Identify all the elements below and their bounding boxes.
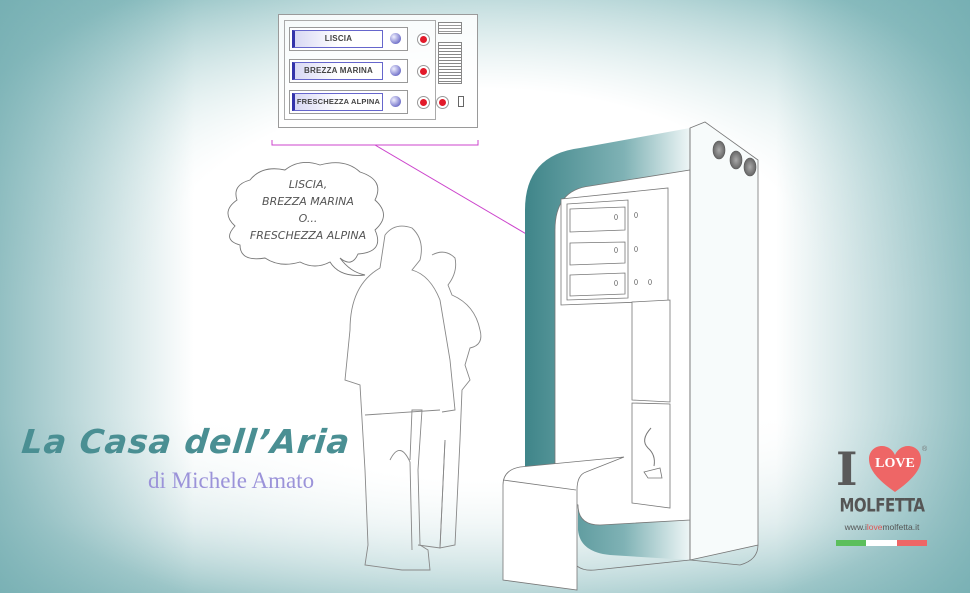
- speech-bubble-outline: [227, 161, 384, 276]
- option-label: BREZZA MARINA: [292, 62, 383, 80]
- power-led-icon: [437, 97, 448, 108]
- speaker-grill-icon: [438, 42, 462, 84]
- author-subtitle: di Michele Amato: [148, 468, 315, 493]
- logo-url[interactable]: www.ilovemolfetta.it: [836, 522, 928, 532]
- bubble-line: BREZZA MARINA: [262, 195, 354, 208]
- url-highlight: love: [866, 522, 883, 532]
- page-title: La Casa dell’Aria: [19, 422, 353, 461]
- kiosk: [502, 121, 759, 591]
- heart-icon: [869, 446, 921, 492]
- flag-red: [896, 540, 927, 546]
- logo-letter: I: [836, 442, 858, 496]
- flag-green: [836, 540, 867, 546]
- option-label: LISCIA: [292, 30, 383, 48]
- i-love-molfetta-logo[interactable]: I LOVE ® MOLFETTA www.ilovemolfetta.it: [836, 446, 928, 550]
- bubble-line: FRESCHEZZA ALPINA: [249, 229, 367, 242]
- italian-flag-bar: [836, 540, 927, 546]
- logo-city: MOLFETTA: [839, 493, 925, 517]
- knob-icon: [390, 33, 401, 44]
- flag-white: [866, 540, 897, 546]
- bubble-line: LISCIA,: [288, 178, 328, 191]
- option-button-freschezza-alpina[interactable]: FRESCHEZZA ALPINA: [289, 90, 408, 114]
- people: [344, 225, 482, 571]
- logo-heart-text: LOVE: [875, 456, 915, 471]
- display-slot-icon: [438, 22, 462, 34]
- speech-bubble-text: LISCIA, BREZZA MARINA O... FRESCHEZZA AL…: [238, 176, 378, 244]
- control-panel-inner: [284, 20, 436, 120]
- url-prefix: www.i: [844, 522, 867, 532]
- bubble-line: O...: [298, 212, 318, 225]
- option-button-liscia[interactable]: LISCIA: [289, 27, 408, 51]
- indicator-led-icon: [418, 97, 429, 108]
- url-suffix: molfetta.it: [882, 522, 920, 532]
- option-label: FRESCHEZZA ALPINA: [292, 93, 383, 111]
- registered-mark: ®: [922, 446, 928, 453]
- knob-icon: [390, 96, 401, 107]
- indicator-led-icon: [418, 66, 429, 77]
- switch-icon: [458, 96, 464, 107]
- indicator-led-icon: [418, 34, 429, 45]
- option-button-brezza-marina[interactable]: BREZZA MARINA: [289, 59, 408, 83]
- knob-icon: [390, 65, 401, 76]
